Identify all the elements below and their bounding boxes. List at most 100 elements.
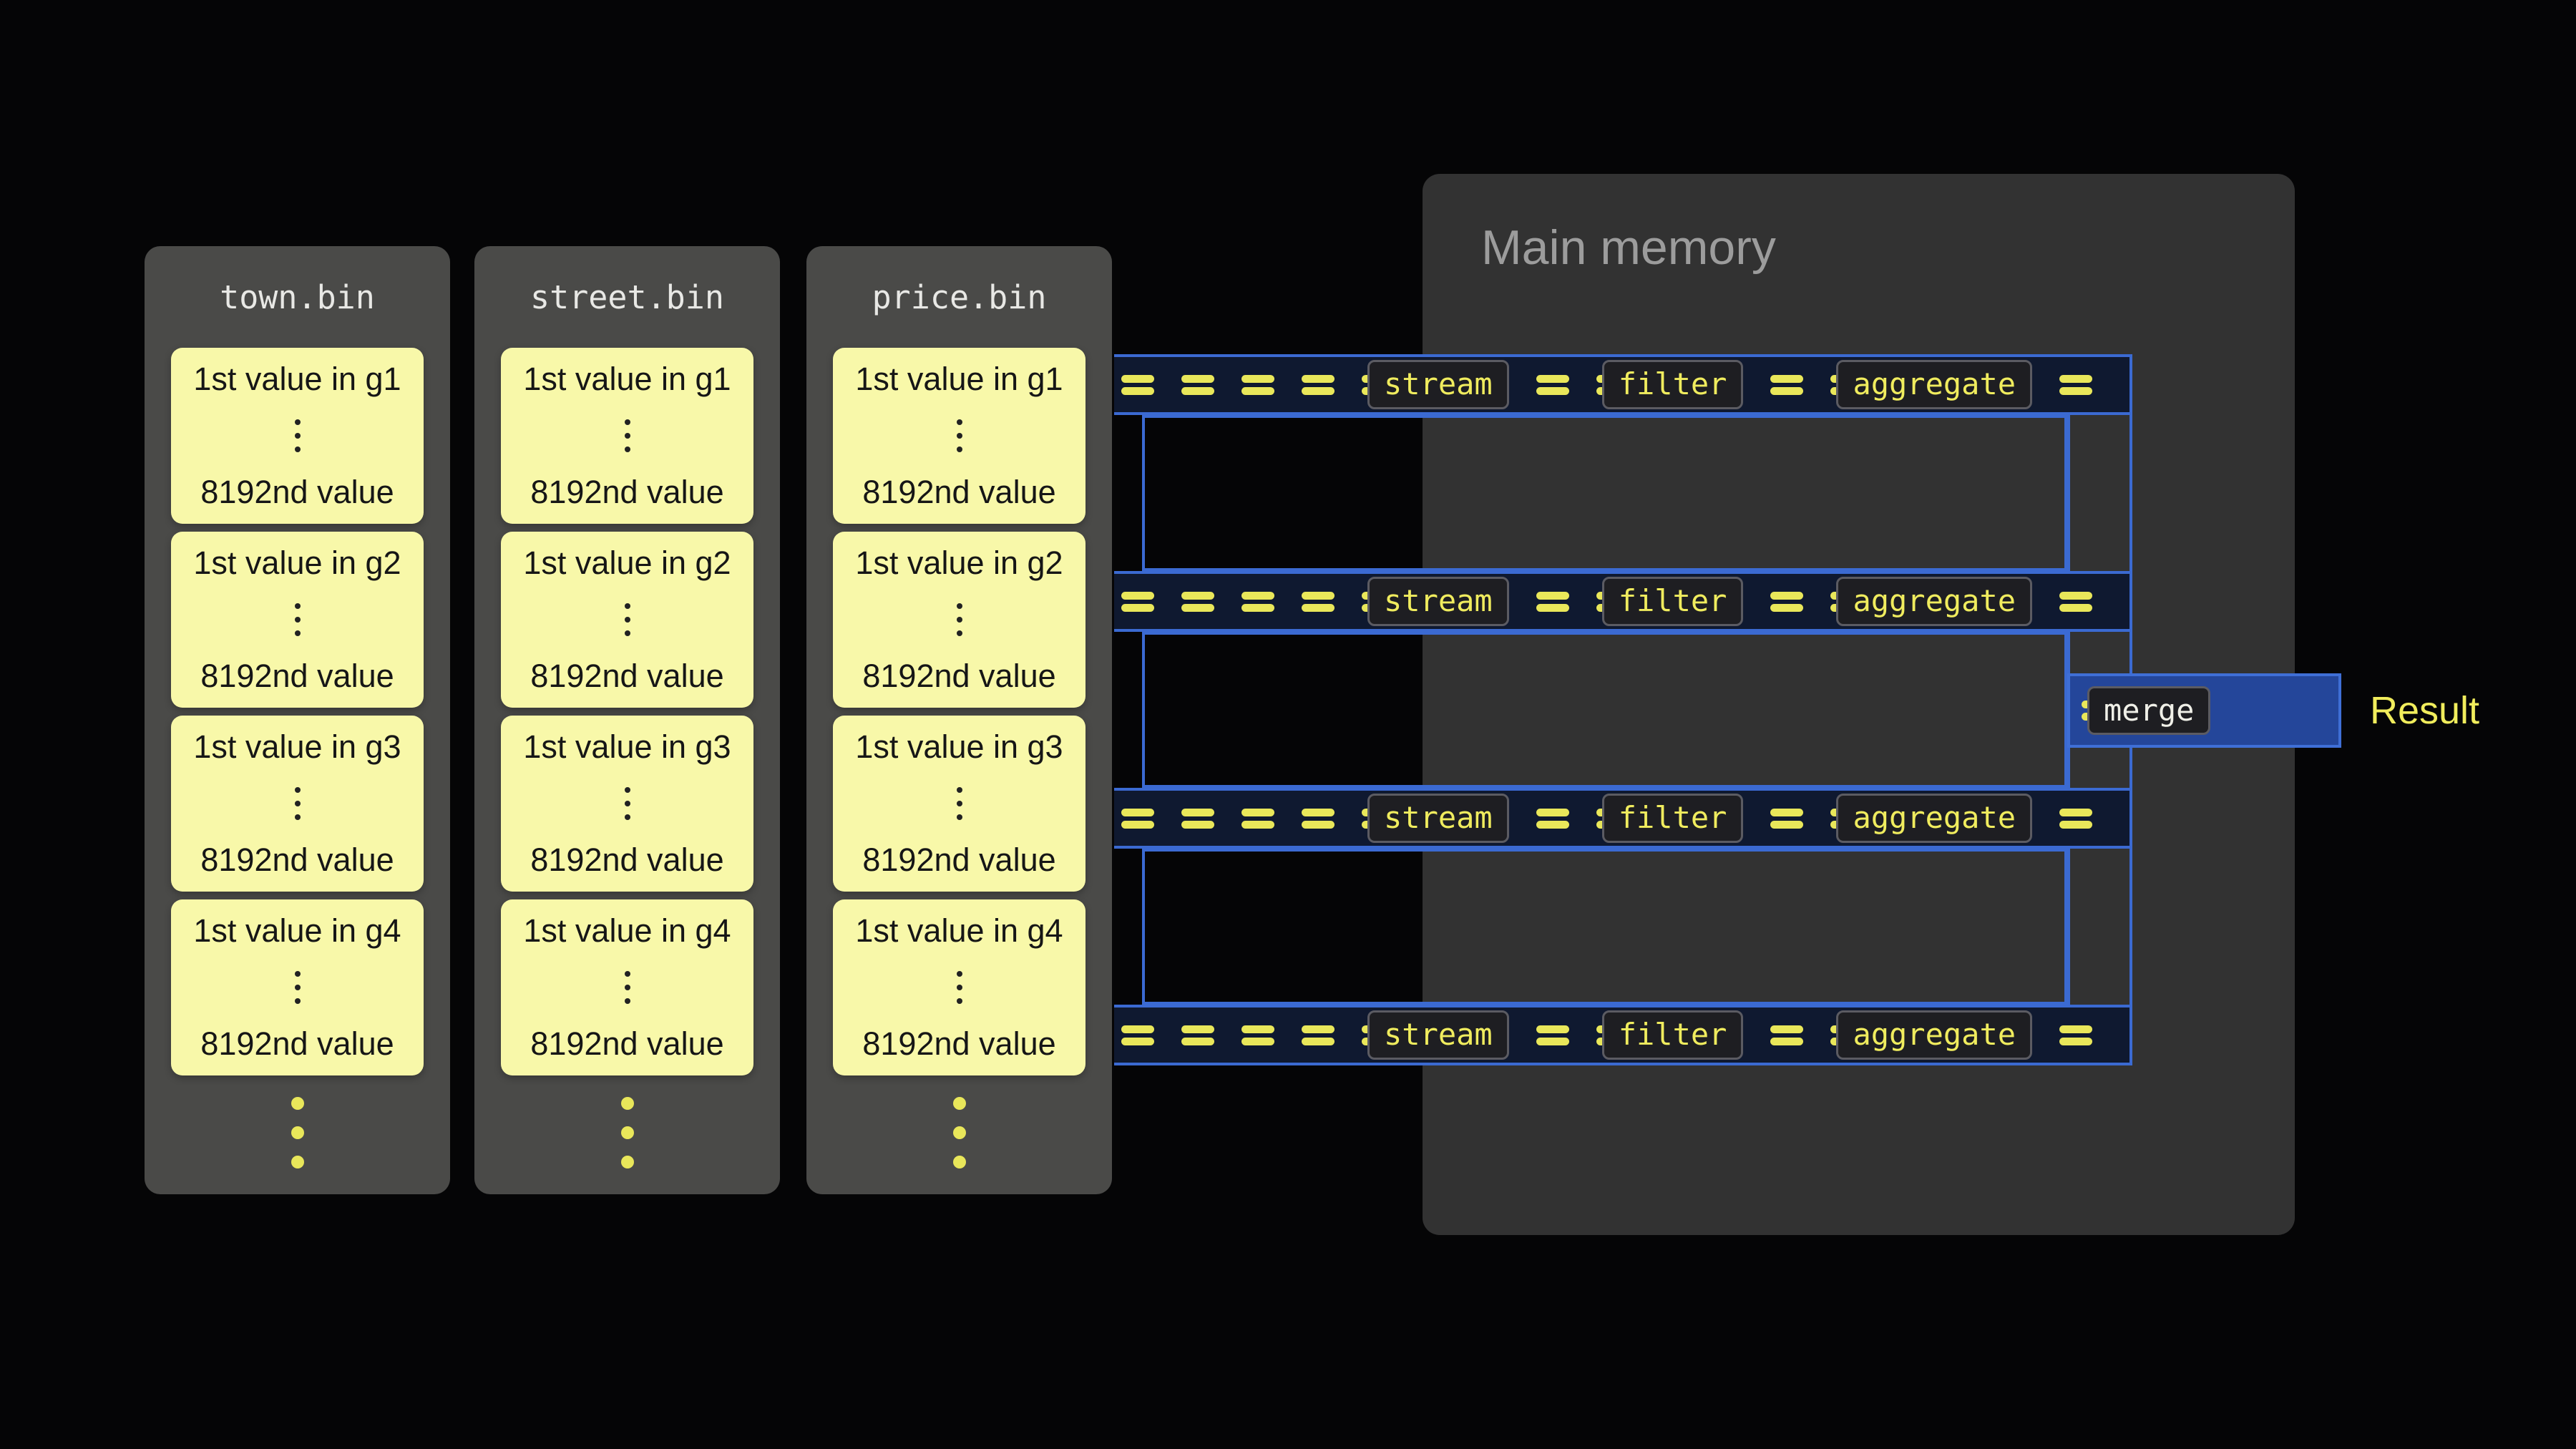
file-panel-price: price.bin 1st value in g1 8192nd value 1… xyxy=(806,246,1112,1194)
ellipsis-dots xyxy=(624,603,630,636)
pipeline-lane-4: stream filter aggregate xyxy=(1114,1005,2129,1065)
group-first-value: 1st value in g4 xyxy=(193,912,401,949)
data-dash xyxy=(1121,806,1154,831)
data-dash xyxy=(1181,372,1214,398)
result-label: Result xyxy=(2370,689,2480,732)
row-group-box: 1st value in g4 8192nd value xyxy=(833,899,1085,1075)
row-group-list: 1st value in g1 8192nd value 1st value i… xyxy=(145,348,450,1075)
ellipsis-dots xyxy=(294,603,301,636)
pipeline-lane-3: stream filter aggregate xyxy=(1114,788,2129,849)
ellipsis-dots xyxy=(956,787,962,820)
aggregate-stage-badge: aggregate xyxy=(1836,360,2033,409)
data-dash xyxy=(1241,1023,1274,1048)
group-last-value: 8192nd value xyxy=(200,841,394,878)
ellipsis-dots xyxy=(956,419,962,452)
group-last-value: 8192nd value xyxy=(530,658,724,694)
group-first-value: 1st value in g2 xyxy=(855,545,1063,581)
group-first-value: 1st value in g1 xyxy=(855,361,1063,397)
data-dash xyxy=(1181,1023,1214,1048)
data-dash xyxy=(1241,589,1274,615)
group-first-value: 1st value in g4 xyxy=(855,912,1063,949)
stream-stage-badge: stream xyxy=(1367,577,1509,626)
row-group-list: 1st value in g1 8192nd value 1st value i… xyxy=(806,348,1112,1075)
group-first-value: 1st value in g1 xyxy=(523,361,731,397)
data-dash xyxy=(1302,372,1335,398)
group-last-value: 8192nd value xyxy=(862,474,1056,510)
ellipsis-dots xyxy=(294,971,301,1004)
data-dash xyxy=(1302,589,1335,615)
aggregate-stage-badge: aggregate xyxy=(1836,1010,2033,1060)
stream-stage-badge: stream xyxy=(1367,360,1509,409)
data-dash xyxy=(2059,806,2093,831)
row-group-list: 1st value in g1 8192nd value 1st value i… xyxy=(474,348,780,1075)
row-group-box: 1st value in g3 8192nd value xyxy=(501,716,753,892)
more-groups-dots xyxy=(806,1097,1112,1169)
file-title: price.bin xyxy=(872,278,1047,316)
data-dash xyxy=(1121,372,1154,398)
group-first-value: 1st value in g4 xyxy=(523,912,731,949)
data-dash xyxy=(1770,372,1804,398)
filter-stage-badge: filter xyxy=(1601,794,1744,843)
group-first-value: 1st value in g3 xyxy=(523,728,731,765)
pipe-section-box xyxy=(1142,415,2067,571)
data-dash xyxy=(1181,589,1214,615)
file-panel-street: street.bin 1st value in g1 8192nd value … xyxy=(474,246,780,1194)
data-dash xyxy=(1121,1023,1154,1048)
data-dash xyxy=(1241,372,1274,398)
group-last-value: 8192nd value xyxy=(530,841,724,878)
data-dash xyxy=(1536,806,1569,831)
data-dash xyxy=(2059,1023,2093,1048)
data-dash xyxy=(2059,372,2093,398)
data-dash xyxy=(2059,589,2093,615)
file-title: street.bin xyxy=(530,278,724,316)
ellipsis-dots xyxy=(294,419,301,452)
data-dash xyxy=(1536,1023,1569,1048)
group-last-value: 8192nd value xyxy=(200,474,394,510)
data-dash xyxy=(1770,589,1804,615)
filter-stage-badge: filter xyxy=(1601,577,1744,626)
aggregate-stage-badge: aggregate xyxy=(1836,577,2033,626)
group-last-value: 8192nd value xyxy=(530,474,724,510)
filter-stage-badge: filter xyxy=(1601,1010,1744,1060)
more-groups-dots xyxy=(145,1097,450,1169)
group-last-value: 8192nd value xyxy=(530,1025,724,1062)
row-group-box: 1st value in g4 8192nd value xyxy=(171,899,424,1075)
ellipsis-dots xyxy=(956,971,962,1004)
data-dash xyxy=(1181,806,1214,831)
row-group-box: 1st value in g4 8192nd value xyxy=(501,899,753,1075)
file-panel-town: town.bin 1st value in g1 8192nd value 1s… xyxy=(145,246,450,1194)
group-last-value: 8192nd value xyxy=(862,841,1056,878)
merge-pipe: merge xyxy=(2067,673,2341,748)
aggregate-stage-badge: aggregate xyxy=(1836,794,2033,843)
data-dash xyxy=(1302,806,1335,831)
group-first-value: 1st value in g2 xyxy=(523,545,731,581)
row-group-box: 1st value in g2 8192nd value xyxy=(501,532,753,708)
ellipsis-dots xyxy=(624,971,630,1004)
group-last-value: 8192nd value xyxy=(862,658,1056,694)
group-last-value: 8192nd value xyxy=(200,1025,394,1062)
group-last-value: 8192nd value xyxy=(200,658,394,694)
row-group-box: 1st value in g3 8192nd value xyxy=(833,716,1085,892)
row-group-box: 1st value in g1 8192nd value xyxy=(501,348,753,524)
pipeline-lane-1: stream filter aggregate xyxy=(1114,354,2129,415)
main-memory-title: Main memory xyxy=(1481,220,1776,275)
row-group-box: 1st value in g3 8192nd value xyxy=(171,716,424,892)
data-dash xyxy=(1121,589,1154,615)
group-last-value: 8192nd value xyxy=(862,1025,1056,1062)
pipe-section-box xyxy=(1142,632,2067,788)
row-group-box: 1st value in g2 8192nd value xyxy=(171,532,424,708)
pipeline-lane-2: stream filter aggregate xyxy=(1114,571,2129,632)
data-dash xyxy=(1770,806,1804,831)
group-first-value: 1st value in g2 xyxy=(193,545,401,581)
data-dash xyxy=(1536,372,1569,398)
data-dash xyxy=(1536,589,1569,615)
row-group-box: 1st value in g2 8192nd value xyxy=(833,532,1085,708)
group-first-value: 1st value in g3 xyxy=(855,728,1063,765)
row-group-box: 1st value in g1 8192nd value xyxy=(171,348,424,524)
ellipsis-dots xyxy=(624,419,630,452)
more-groups-dots xyxy=(474,1097,780,1169)
file-title: town.bin xyxy=(220,278,375,316)
ellipsis-dots xyxy=(624,787,630,820)
merge-stage-badge: merge xyxy=(2087,686,2211,736)
